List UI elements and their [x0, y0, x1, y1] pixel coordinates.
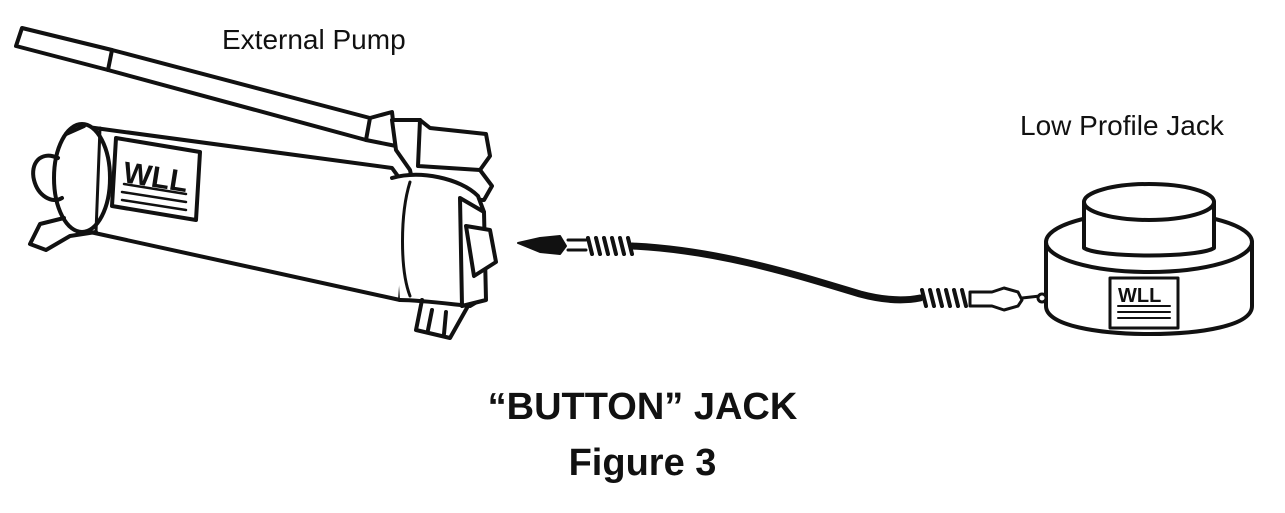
- hydraulic-hose: [517, 235, 1042, 312]
- figure-number: Figure 3: [568, 442, 717, 484]
- pump-wll-plate: [110, 136, 202, 222]
- jack-plate-text: WLL: [1118, 285, 1161, 307]
- figure-title: “BUTTON” JACK: [487, 386, 798, 428]
- external-pump: [14, 26, 498, 340]
- low-profile-jack: [1036, 182, 1254, 336]
- pump-front-foot: [28, 216, 98, 252]
- pump-handle: [14, 26, 398, 148]
- pump-end-cap: [390, 172, 498, 340]
- low-profile-jack-label: Low Profile Jack: [1020, 110, 1224, 141]
- pump-reservoir: [31, 122, 410, 302]
- external-pump-label: External Pump: [222, 24, 406, 55]
